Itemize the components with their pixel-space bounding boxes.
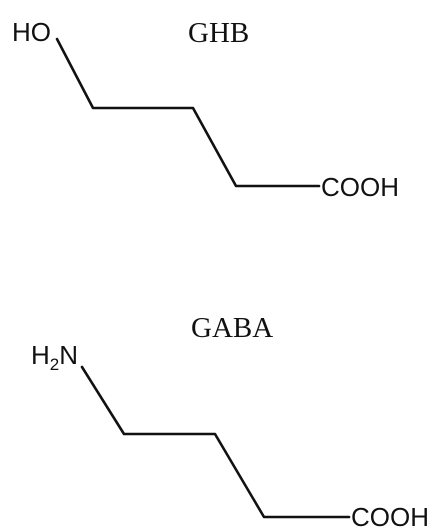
gaba-amine-nitrogen: N (59, 340, 78, 370)
gaba-structure: GABA H2N COOH (31, 312, 429, 529)
ghb-carboxyl-label: COOH (321, 172, 399, 202)
gaba-carbon-chain (80, 365, 351, 519)
ghb-carbon-chain (55, 37, 321, 188)
ghb-name-label: GHB (188, 17, 249, 49)
ghb-structure: GHB HO COOH (12, 17, 399, 202)
gaba-carboxyl-label: COOH (351, 502, 429, 529)
gaba-amine-label: H2N (31, 340, 78, 374)
ghb-hydroxyl-label: HO (12, 17, 51, 47)
gaba-amine-subscript: 2 (50, 355, 59, 374)
gaba-amine-hydrogen: H (31, 340, 50, 370)
gaba-name-label: GABA (191, 312, 273, 344)
